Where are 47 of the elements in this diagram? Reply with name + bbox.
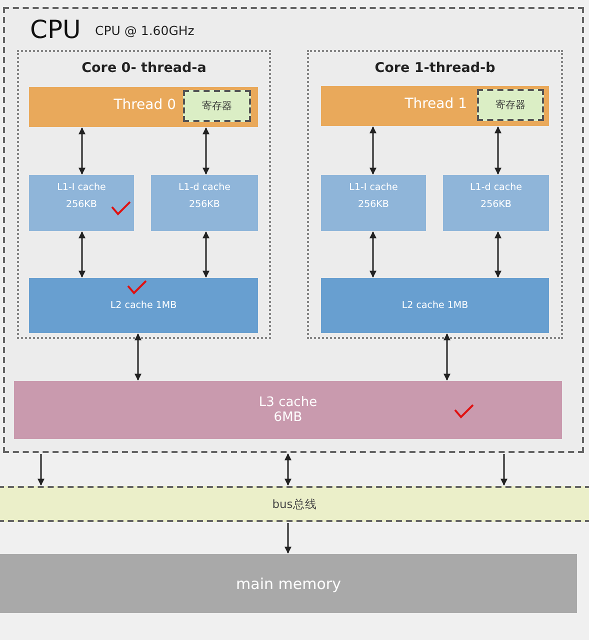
cpu-title: CPU	[30, 15, 81, 44]
l1-cache-box	[29, 175, 134, 231]
l3-cache-box	[14, 381, 562, 439]
l1-cache-box	[443, 175, 549, 231]
double-arrow	[134, 333, 142, 381]
cache-label: L1-d cache 256KB	[469, 181, 523, 212]
core-title: Core 1-thread-b	[374, 60, 496, 76]
cache-label: L2 cache 1MB	[402, 300, 468, 311]
cache-label: L2 cache 1MB	[110, 300, 177, 311]
l2-cache-box	[321, 278, 549, 333]
memory-label: main memory	[236, 574, 341, 592]
l1-cache-box	[321, 175, 426, 231]
double-arrow	[494, 231, 502, 278]
register-box	[183, 90, 251, 122]
cache-label: L1-I cache 256KB	[348, 181, 399, 212]
core-container	[307, 50, 563, 339]
arrow	[500, 454, 508, 486]
arrow	[38, 454, 44, 486]
double-arrow	[370, 126, 376, 175]
arrow	[284, 523, 292, 554]
thread-label: Thread 0	[114, 97, 176, 113]
double-arrow	[494, 126, 502, 175]
core-title: Core 0- thread-a	[80, 60, 208, 76]
cache-label: L1-I cache 256KB	[56, 181, 107, 212]
thread-box	[29, 87, 258, 127]
bus-label: bus总线	[272, 496, 317, 512]
register-label: 寄存器	[496, 98, 526, 112]
cache-label: L3 cache 6MB	[258, 395, 318, 425]
thread-box	[321, 86, 549, 126]
core-container	[17, 50, 271, 339]
bus-band	[0, 486, 589, 522]
double-arrow	[284, 453, 292, 486]
cpu-model-label: CPU @ 1.60GHz	[95, 23, 194, 38]
main-memory-box	[0, 554, 577, 613]
thread-label: Thread 1	[404, 96, 467, 112]
l2-cache-box	[29, 278, 258, 333]
register-box	[477, 89, 544, 121]
double-arrow	[370, 231, 376, 278]
double-arrow	[78, 127, 86, 175]
double-arrow	[202, 127, 210, 175]
cpu-container	[3, 7, 584, 453]
l1-cache-box	[151, 175, 258, 231]
double-arrow	[78, 231, 86, 278]
register-label: 寄存器	[202, 100, 232, 113]
cache-label: L1-d cache 256KB	[178, 181, 232, 212]
double-arrow	[444, 333, 450, 381]
double-arrow	[202, 231, 210, 278]
